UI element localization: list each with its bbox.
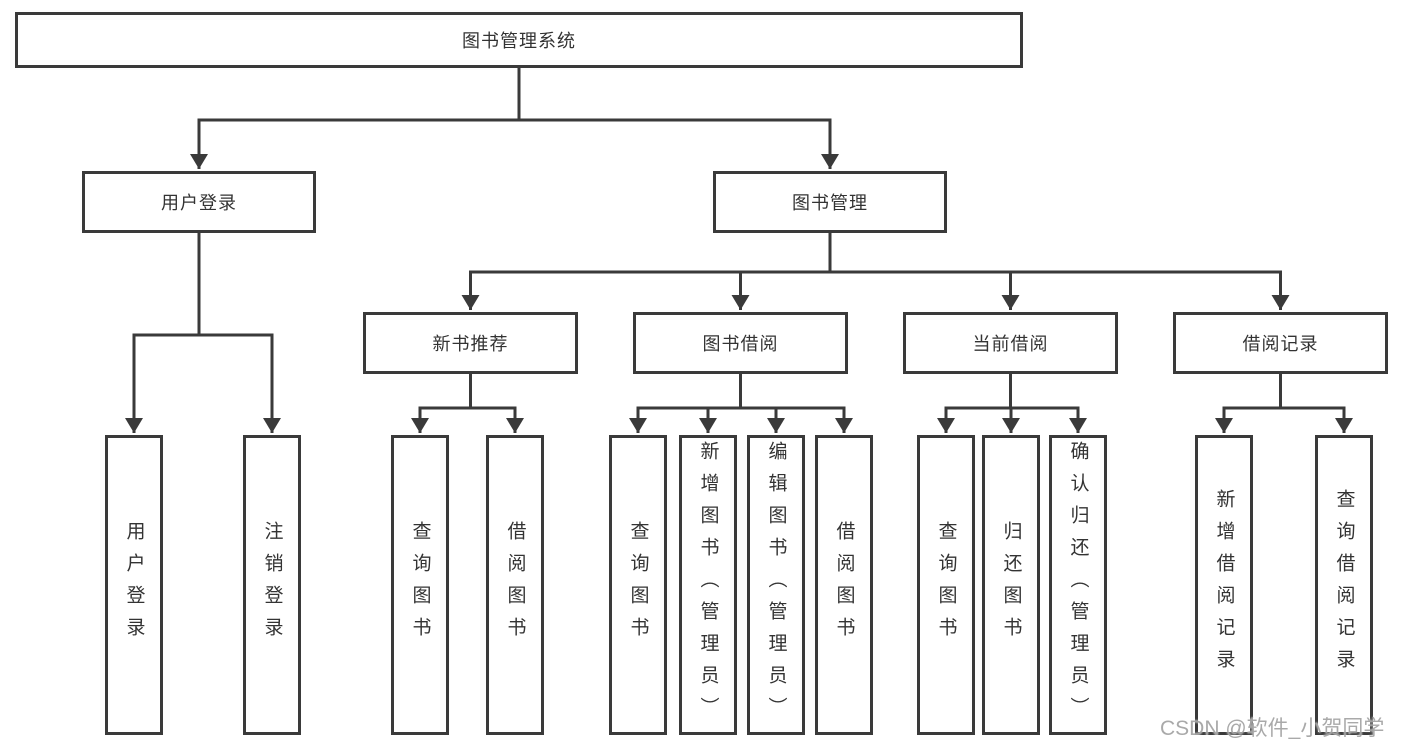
leaf-current-query-books: 查询图书 [917, 435, 975, 735]
node-current-borrow: 当前借阅 [903, 312, 1118, 374]
leaf-add-books-admin: 新增图书（管理员） [679, 435, 737, 735]
leaf-user-login: 用户登录 [105, 435, 163, 735]
leaf-borrow-books: 借阅图书 [815, 435, 873, 735]
node-new-book-recommend: 新书推荐 [363, 312, 578, 374]
leaf-borrow-query-books: 查询图书 [609, 435, 667, 735]
leaf-return-books: 归还图书 [982, 435, 1040, 735]
node-root: 图书管理系统 [15, 12, 1023, 68]
leaf-query-borrow-record: 查询借阅记录 [1315, 435, 1373, 735]
leaf-add-borrow-record: 新增借阅记录 [1195, 435, 1253, 735]
node-book-management: 图书管理 [713, 171, 947, 233]
leaf-edit-books-admin: 编辑图书（管理员） [747, 435, 805, 735]
leaf-confirm-return-admin: 确认归还（管理员） [1049, 435, 1107, 735]
node-user-login: 用户登录 [82, 171, 316, 233]
leaf-recommend-borrow-books: 借阅图书 [486, 435, 544, 735]
node-borrow-records: 借阅记录 [1173, 312, 1388, 374]
leaf-recommend-query-books: 查询图书 [391, 435, 449, 735]
node-book-borrow: 图书借阅 [633, 312, 848, 374]
leaf-logout: 注销登录 [243, 435, 301, 735]
